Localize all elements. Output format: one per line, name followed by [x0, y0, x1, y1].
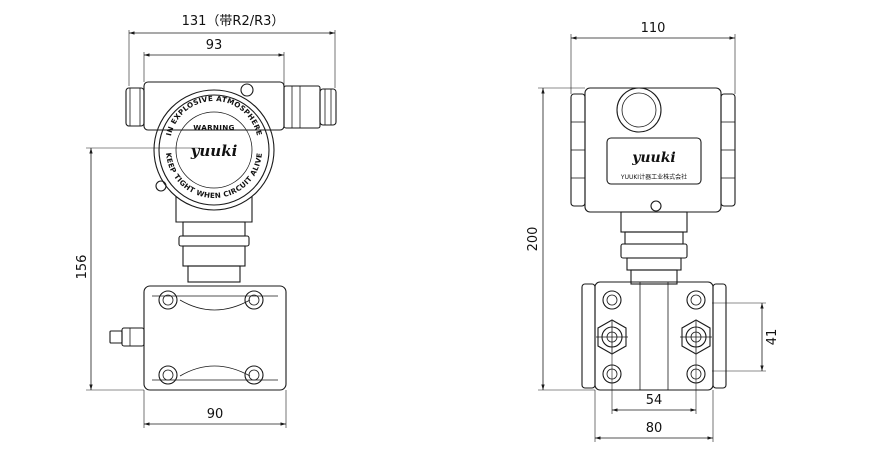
front-flange — [581, 281, 727, 391]
dim-54-label: 54 — [646, 393, 663, 408]
nameplate-subtitle: YUUKI计器工业株式会社 — [620, 173, 687, 181]
dim-110: 110 — [570, 21, 736, 94]
dim-156-label: 156 — [75, 255, 90, 280]
front-housing: yuuki YUUKI计器工业株式会社 — [570, 87, 736, 213]
dim-110-label: 110 — [641, 21, 666, 36]
dim-156: 156 — [75, 147, 200, 391]
front-view: yuuki YUUKI计器工业株式会社 — [526, 21, 780, 442]
side-view: IN EXPLOSIVE ATMOSPHERE WARNING yuuki KE… — [75, 14, 337, 428]
dim-200: 200 — [526, 87, 595, 391]
dim-80-label: 80 — [646, 421, 663, 436]
dim-200-label: 200 — [526, 227, 541, 252]
dim-131-label: 131（带R2/R3） — [182, 14, 285, 29]
dim-90: 90 — [143, 390, 287, 428]
dim-41: 41 — [712, 302, 780, 372]
dim-93-label: 93 — [206, 38, 223, 53]
dim-80: 80 — [594, 390, 714, 442]
dim-90-label: 90 — [207, 407, 224, 422]
dim-41-label: 41 — [765, 329, 780, 346]
dim-54: 54 — [611, 354, 697, 414]
side-flange — [109, 285, 287, 391]
brand-logo-front: yuuki — [631, 150, 676, 166]
dim-131: 131（带R2/R3） — [128, 14, 336, 88]
front-neck — [620, 211, 688, 285]
ring-warning-word: WARNING — [193, 123, 234, 132]
nameplate — [606, 137, 702, 185]
dim-93: 93 — [143, 38, 285, 86]
side-housing: IN EXPLOSIVE ATMOSPHERE WARNING yuuki KE… — [125, 81, 337, 283]
brand-logo-side: yuuki — [190, 142, 238, 160]
cover-outer-circle — [153, 89, 275, 211]
